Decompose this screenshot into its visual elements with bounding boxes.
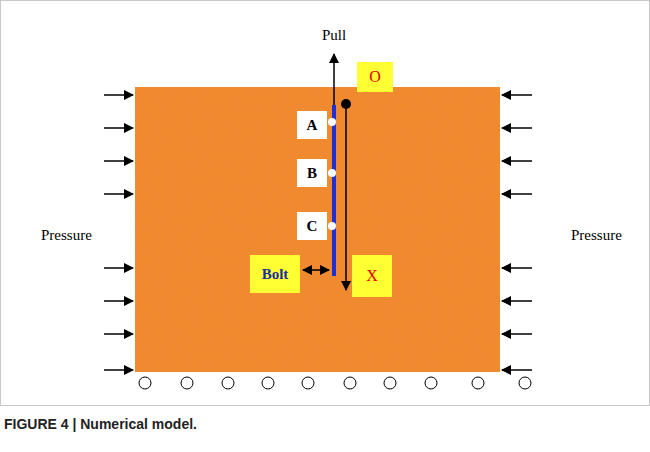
origin-dot <box>341 99 351 109</box>
roller <box>425 377 437 389</box>
pressure-arrow <box>104 127 133 129</box>
point-label: C <box>297 212 327 240</box>
pressure-arrow <box>502 369 532 371</box>
pressure-arrow <box>104 369 133 371</box>
rock-mass <box>135 87 500 372</box>
figure-caption: FIGURE 4 | Numerical model. <box>4 416 197 432</box>
pressure-arrow <box>104 193 133 195</box>
point-label: A <box>297 111 327 139</box>
pull-arrow <box>333 54 335 105</box>
pressure-arrow <box>502 127 532 129</box>
axis-label: X <box>352 255 392 297</box>
bolt-rod <box>332 105 336 276</box>
bolt-pointer <box>303 269 329 271</box>
node-text: B <box>307 165 317 182</box>
bolt-label: Bolt <box>250 255 300 293</box>
pressure-arrow <box>502 300 532 302</box>
point-b <box>328 169 336 177</box>
node-text: Bolt <box>262 266 289 283</box>
point-label: B <box>297 159 327 187</box>
point-c <box>328 222 336 230</box>
pressure-arrow <box>502 193 532 195</box>
origin-label: O <box>357 62 393 92</box>
pull-label: Pull <box>322 27 346 44</box>
node-text: C <box>307 218 318 235</box>
roller <box>181 377 193 389</box>
pressure-arrow <box>502 333 532 335</box>
node-text: X <box>366 267 378 285</box>
roller-supports <box>139 377 531 389</box>
roller <box>384 377 396 389</box>
pressure-arrow <box>104 300 133 302</box>
x-axis <box>345 104 347 290</box>
pressure-arrow <box>104 94 133 96</box>
roller <box>302 377 314 389</box>
node-text: A <box>307 117 318 134</box>
pressure-arrows-right <box>502 95 532 370</box>
pressure-label: Pressure <box>571 227 622 244</box>
roller <box>139 377 151 389</box>
pressure-arrow <box>502 160 532 162</box>
pressure-arrow <box>104 160 133 162</box>
figure-frame <box>1 1 650 406</box>
pressure-arrow <box>104 333 133 335</box>
roller <box>472 377 484 389</box>
pressure-arrow <box>502 267 532 269</box>
point-a <box>328 118 336 126</box>
pressure-arrow <box>104 267 133 269</box>
roller <box>519 377 531 389</box>
node-text: O <box>369 68 381 86</box>
roller <box>262 377 274 389</box>
roller <box>344 377 356 389</box>
pressure-arrow <box>502 94 532 96</box>
roller <box>222 377 234 389</box>
rock-texture <box>135 87 500 372</box>
pressure-label: Pressure <box>41 227 92 244</box>
pressure-arrows-left <box>104 95 133 370</box>
